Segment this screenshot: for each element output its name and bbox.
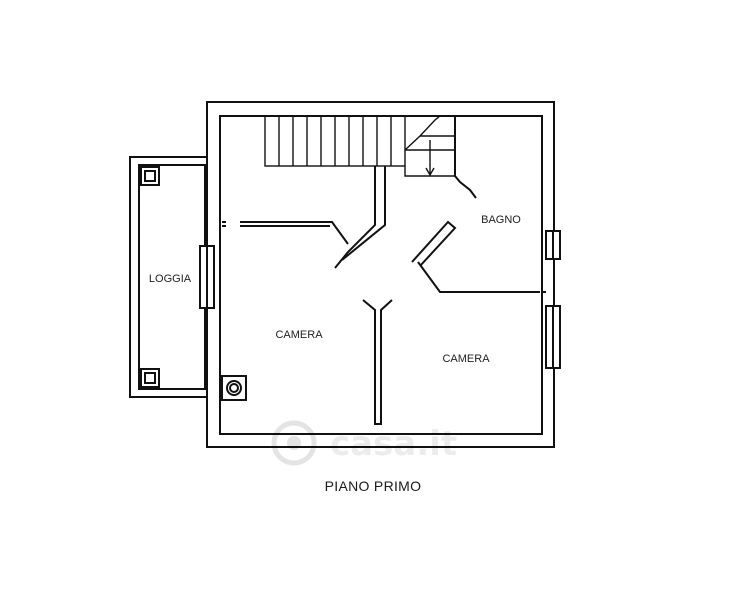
room-label-loggia: LOGGIA: [149, 273, 192, 285]
bagno-door: [411, 220, 457, 267]
room-label-camera-left: CAMERA: [275, 329, 323, 341]
column-icon: [140, 368, 160, 388]
bagno-wall: [454, 116, 477, 199]
partition-wall: [362, 299, 393, 425]
room-label-camera-right: CAMERA: [442, 353, 490, 365]
column-icon: [140, 166, 160, 186]
watermark-text: casa.it: [330, 424, 458, 464]
plan-caption: PIANO PRIMO: [324, 478, 422, 494]
corridor-wall: [240, 221, 349, 245]
watermark-logo-icon: [271, 420, 317, 466]
staircase: [264, 115, 456, 177]
corridor-wall: [341, 166, 386, 261]
bagno-wall: [417, 261, 540, 293]
corridor-wall: [334, 166, 376, 269]
chimney-icon: [221, 375, 247, 401]
room-label-bagno: BAGNO: [481, 214, 521, 226]
